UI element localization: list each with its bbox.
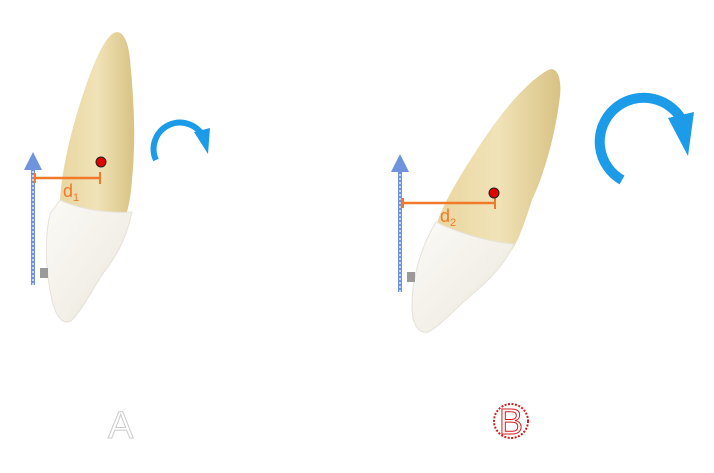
distance-line-a	[34, 172, 101, 184]
panel-label-a: A	[108, 405, 134, 447]
tooth-a-crown	[45, 199, 133, 323]
panel-b: d2 B	[391, 69, 694, 443]
tooth-b-root	[436, 69, 561, 250]
clockwise-rotation-icon	[150, 119, 210, 162]
pivot-point-b	[488, 187, 500, 199]
distance-line-b	[402, 197, 496, 209]
tooth-b-crown	[411, 221, 515, 333]
pivot-point-a	[95, 156, 107, 168]
force-arrow-a	[24, 152, 48, 285]
panel-a: d1 A	[24, 32, 210, 448]
tooth-a-root	[59, 32, 135, 232]
panel-label-b: B	[493, 401, 529, 443]
clockwise-rotation-icon	[594, 92, 694, 185]
distance-label-b: d2	[440, 206, 456, 229]
distance-label-a: d1	[63, 181, 79, 204]
force-arrow-b	[391, 154, 415, 292]
tooth-b	[411, 69, 561, 333]
tooth-a	[45, 32, 135, 323]
panel-label-b-text: B	[499, 401, 523, 442]
